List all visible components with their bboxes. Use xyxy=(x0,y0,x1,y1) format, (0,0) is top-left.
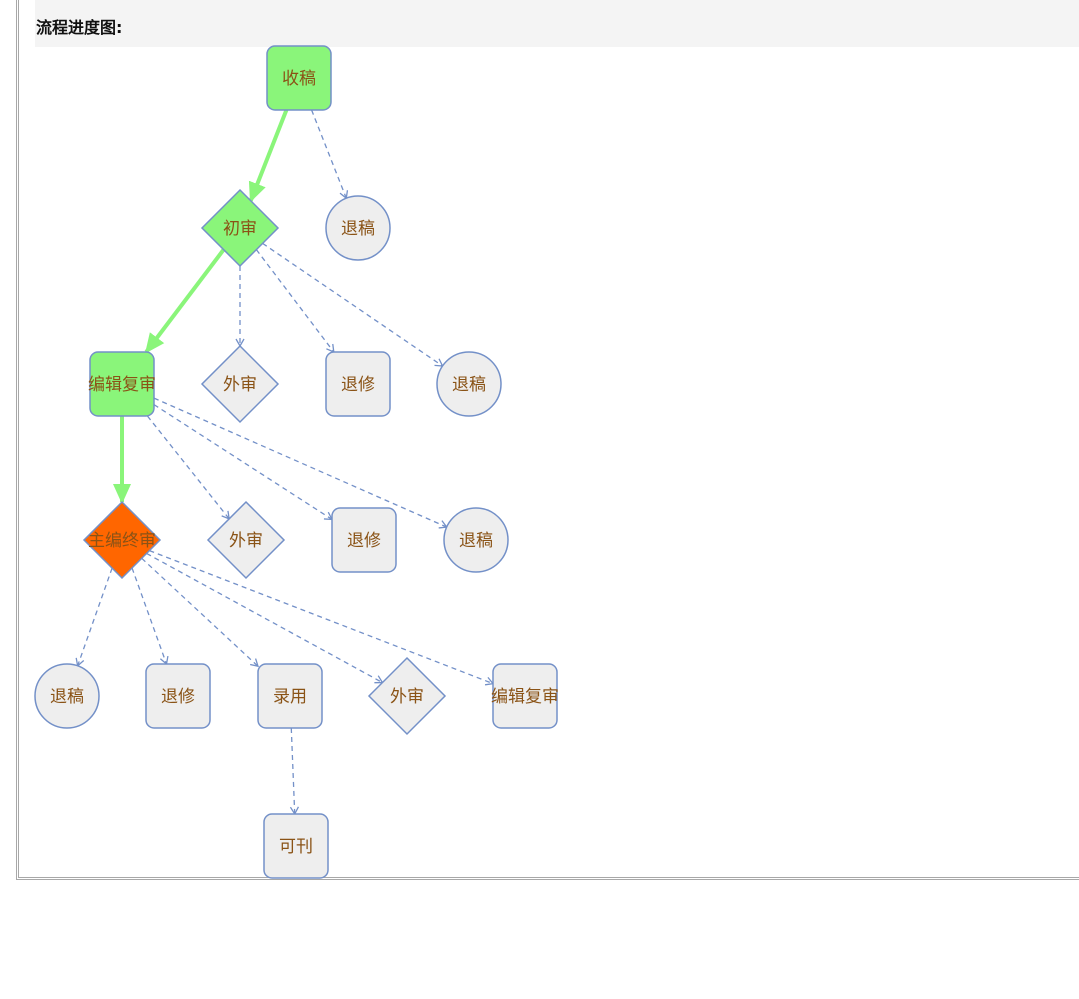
edge-n8-n16 xyxy=(149,549,495,686)
diamond-shape xyxy=(200,188,280,268)
flow-node-n11[interactable]: 退稿 xyxy=(443,507,509,573)
circle-shape xyxy=(443,507,509,573)
flow-node-n8[interactable]: 主编终审 xyxy=(82,500,162,580)
diamond-shape xyxy=(82,500,162,580)
flow-node-n15[interactable]: 外审 xyxy=(367,656,447,736)
edge-n1-n2 xyxy=(310,109,349,200)
flow-node-n16[interactable]: 编辑复审 xyxy=(491,663,559,729)
node-label: 编辑复审 xyxy=(491,687,559,707)
edge-n8-n14 xyxy=(141,557,259,668)
rect-shape xyxy=(266,45,332,111)
node-label: 外审 xyxy=(390,687,424,707)
node-label: 退稿 xyxy=(341,219,375,239)
edge-n3-n7 xyxy=(262,242,444,367)
flow-node-n4[interactable]: 编辑复审 xyxy=(88,351,156,417)
flow-node-n5[interactable]: 外审 xyxy=(200,344,280,424)
diamond-shape xyxy=(200,344,280,424)
flow-node-n12[interactable]: 退稿 xyxy=(34,663,100,729)
flow-node-n2[interactable]: 退稿 xyxy=(325,195,391,261)
diamond-shape xyxy=(367,656,447,736)
rect-shape xyxy=(257,663,323,729)
page-title: 流程进度图: xyxy=(36,18,123,37)
edge-n3-n6 xyxy=(255,249,335,354)
edge-n3-n4 xyxy=(144,248,226,354)
node-label: 外审 xyxy=(229,531,263,551)
node-label: 退稿 xyxy=(50,687,84,707)
flow-node-n6[interactable]: 退修 xyxy=(325,351,391,417)
circle-shape xyxy=(436,351,502,417)
node-label: 收稿 xyxy=(282,69,316,89)
diagram-frame xyxy=(16,0,1079,880)
edge-n8-n12 xyxy=(75,567,113,668)
edge-n1-n3 xyxy=(248,109,289,203)
node-label: 外审 xyxy=(223,375,257,395)
node-label: 退修 xyxy=(347,531,381,551)
rect-shape xyxy=(492,663,558,729)
flow-node-n14[interactable]: 录用 xyxy=(257,663,323,729)
edge-n4-n10 xyxy=(153,404,334,521)
circle-shape xyxy=(325,195,391,261)
node-label: 初审 xyxy=(223,219,257,239)
flow-node-n13[interactable]: 退修 xyxy=(145,663,211,729)
edge-n4-n9 xyxy=(146,415,230,520)
diamond-shape xyxy=(206,500,286,580)
flow-node-n1[interactable]: 收稿 xyxy=(266,45,332,111)
rect-shape xyxy=(89,351,155,417)
node-label: 退稿 xyxy=(459,531,493,551)
rect-shape xyxy=(331,507,397,573)
node-label: 主编终审 xyxy=(88,531,156,551)
rect-shape xyxy=(325,351,391,417)
edge-n14-n17 xyxy=(289,727,300,816)
circle-shape xyxy=(34,663,100,729)
edge-n8-n13 xyxy=(131,567,169,666)
flow-node-n7[interactable]: 退稿 xyxy=(436,351,502,417)
edge-n8-n15 xyxy=(146,552,384,684)
node-label: 编辑复审 xyxy=(88,375,156,395)
rect-shape xyxy=(145,663,211,729)
flow-node-n9[interactable]: 外审 xyxy=(206,500,286,580)
node-label: 退稿 xyxy=(452,375,486,395)
node-label: 退修 xyxy=(161,687,195,707)
flow-node-n10[interactable]: 退修 xyxy=(331,507,397,573)
flow-node-n17[interactable]: 可刊 xyxy=(263,813,329,879)
node-label: 可刊 xyxy=(279,837,313,857)
flow-node-n3[interactable]: 初审 xyxy=(200,188,280,268)
node-label: 退修 xyxy=(341,375,375,395)
node-label: 录用 xyxy=(273,687,307,707)
rect-shape xyxy=(263,813,329,879)
edge-n4-n11 xyxy=(153,397,448,529)
header-bar xyxy=(35,0,1079,47)
